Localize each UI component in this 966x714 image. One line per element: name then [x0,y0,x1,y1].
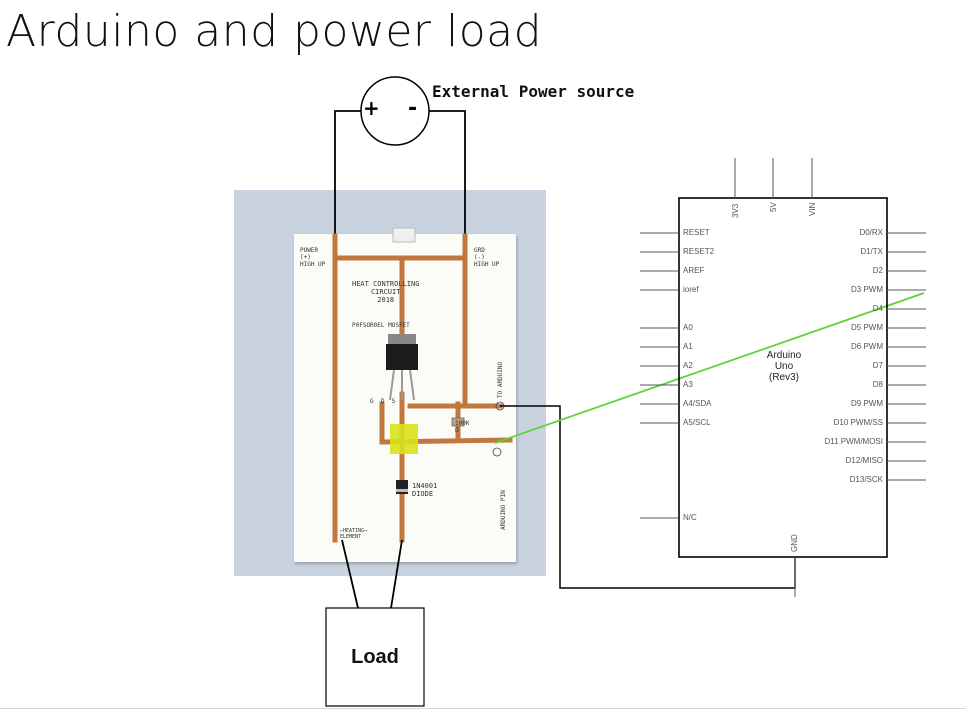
pin-label-a3: A3 [683,380,693,389]
load-label: Load [351,646,399,668]
pin-label-d5: D5 PWM [851,323,883,332]
power-plus-wire [334,110,361,250]
pin-label-d12: D12/MISO [845,456,883,465]
gnd-label: GRD (-) HIGH UP [474,247,500,268]
arduino-name: Arduino Uno (Rev3) [744,350,824,383]
arduino-right-pins [887,232,926,481]
heating-element-label: ←HEATING→ ELEMENT [340,528,368,540]
load-wire-left [341,539,359,609]
diode-component [396,480,408,494]
pin-label-a2: A2 [683,361,693,370]
pin-label-d2: D2 [872,266,883,275]
power-label: POWER (+) HIGH UP [300,247,326,268]
arduino-name-line3: (Rev3) [768,372,799,383]
mosfet-component [386,334,418,401]
pin-label-d0: D0/RX [859,228,883,237]
gds-label: G D S [370,398,396,405]
pin-label-nc: N/C [683,513,697,522]
resistor-label: 100K Ω [455,420,470,434]
plus-sign: + [363,96,380,120]
page-title: Arduino and power load [6,6,543,57]
diode-label: 1N4001 DIODE [412,482,438,498]
pin-label-3v3: 3V3 [731,203,740,218]
to-arduino-label: TO ARDUINO [497,361,504,398]
plus-marker [492,447,502,457]
yellow-tape [390,424,418,454]
minus-sign: - [408,96,418,121]
arduino-pin-label: ARDUINO PIN [500,490,507,530]
arduino-name-line1: Arduino [766,350,802,361]
power-minus-wire [429,110,466,250]
pin-label-vin: VIN [808,202,817,216]
circuit-title-label: HEAT CONTROLLING CIRCUIT 2018 [352,280,420,304]
pin-label-ioref: ioref [683,285,699,294]
mosfet-label: P0FSOR0EL MOSFET [352,322,410,329]
led-component [392,227,416,243]
pin-label-d7: D7 [872,361,883,370]
pin-label-d11: D11 PWM/MOSI [824,437,883,446]
arduino-body [678,197,888,558]
arduino-name-line2: Uno [774,361,794,372]
arduino-top-pins [734,158,813,198]
pin-label-d1: D1/TX [860,247,883,256]
pin-label-a4: A4/SDA [683,399,712,408]
pin-label-5v: 5V [769,202,778,212]
resistor-component [451,417,465,427]
signal-wire [494,292,925,444]
circuit-board [294,234,516,562]
pin-label-d9: D9 PWM [851,399,883,408]
ground-wire [500,405,796,589]
load-wire-right [390,539,403,609]
pin-label-reset: RESET [683,228,710,237]
arduino-left-pins [640,232,679,519]
pin-label-d6: D6 PWM [851,342,883,351]
pin-label-d3: D3 PWM [851,285,883,294]
pin-label-d10: D10 PWM/SS [833,418,883,427]
bottom-divider [0,708,966,709]
pin-label-a5: A5/SCL [683,418,711,427]
pin-label-d4: D4 [872,304,883,313]
load-box [325,607,425,707]
pin-label-a0: A0 [683,323,693,332]
pin-label-reset2: RESET2 [683,247,715,256]
power-source-label: External Power source [432,82,635,101]
pin-label-d8: D8 [872,380,883,389]
pin-label-a1: A1 [683,342,693,351]
pin-label-gnd: GND [790,534,799,552]
pin-label-d13: D13/SCK [849,475,883,484]
pin-label-aref: AREF [683,266,705,275]
